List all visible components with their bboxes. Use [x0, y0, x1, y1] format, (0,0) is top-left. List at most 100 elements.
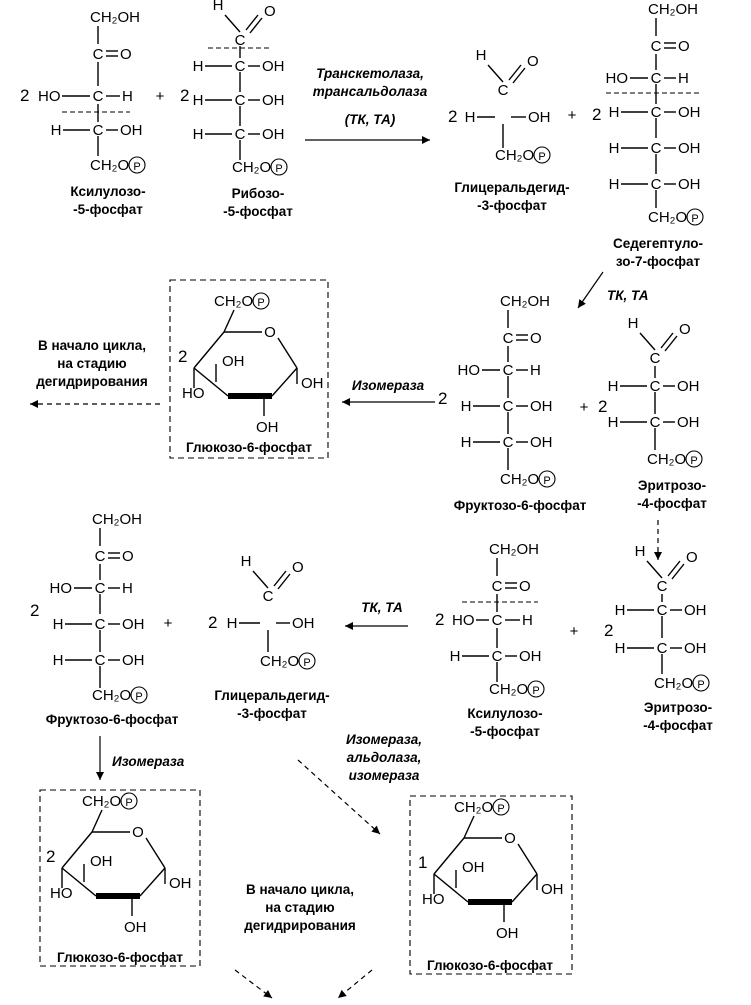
bond [91, 809, 103, 833]
to-cycle-note-line: дегидрирования [36, 374, 148, 389]
hydroxyl-label: OH [541, 881, 564, 898]
hydroxyl-label: OH [262, 126, 285, 143]
carbon-label: C [503, 362, 514, 379]
bond [660, 332, 674, 349]
bond [249, 17, 263, 34]
gap-label-line: Глицеральдегид- [214, 688, 329, 703]
hydroxyl-label: HO [452, 612, 475, 629]
bond [667, 560, 681, 577]
stoich-coefficient: 2 [448, 107, 457, 126]
hydroxyl-label: OH [90, 853, 113, 870]
hydroxyl-label: OH [169, 875, 192, 892]
carbon-label: C [503, 330, 514, 347]
oxygen-label: O [264, 3, 276, 20]
phosphate-label: P [691, 213, 698, 225]
erythrose-4-phosphate-label-line: -4-фосфат [643, 718, 713, 733]
hydroxyl-label: OH [678, 140, 701, 157]
phosphate-label: P [690, 455, 697, 467]
carbon-label: C [651, 176, 662, 193]
bond [273, 570, 287, 587]
ch2o-label: CH₂O [260, 653, 299, 670]
phosphate-circle-icon [685, 450, 703, 468]
hydroxyl-label: OH [256, 419, 279, 436]
ch2o-label: CH₂O [90, 157, 129, 174]
hydroxyl-label: OH [262, 58, 285, 75]
plus-sign: + [156, 88, 165, 105]
carbon-label: C [651, 38, 662, 55]
enzyme-transketolase-label-line: трансальдолаза [313, 84, 428, 99]
enzyme-iso-ald-iso-label-line: Изомераза, [346, 732, 422, 747]
arrow-iso-ald-iso [297, 759, 381, 835]
hydrogen-label: H [122, 88, 133, 105]
phosphate-circle-icon [298, 652, 316, 670]
phosphate-circle-icon [128, 156, 146, 174]
enzyme-tkta-label-line: (ТК, ТА) [345, 112, 396, 127]
hydroxyl-label: HO [38, 88, 61, 105]
stoich-coefficient: 2 [604, 621, 613, 640]
bond [487, 64, 504, 83]
carbon-label: C [95, 580, 106, 597]
xylulose-5-phosphate-label-line: -5-фосфат [73, 202, 143, 217]
oxygen-label: O [527, 53, 539, 70]
arrow-to-cycle-1-head [30, 400, 38, 408]
reaction-arrow-3-head [345, 622, 353, 630]
bond [671, 563, 685, 580]
plus-sign: + [570, 623, 579, 640]
enzyme-transketolase-label: Транскетолаза,трансальдолаза [313, 66, 428, 99]
enzyme-iso-ald-iso-label: Изомераза,альдолаза,изомераза [346, 732, 422, 783]
fructose-6-phosphate-label: Фруктозо-6-фосфат [454, 498, 587, 513]
carbon-label: C [492, 612, 503, 629]
carbon-label: C [235, 58, 246, 75]
bond [271, 367, 298, 397]
carbon-label: C [235, 126, 246, 143]
ch2o-label: CH₂O [648, 209, 687, 226]
bond [145, 837, 166, 869]
enzyme-iso-ald-iso-label-line: изомераза [349, 768, 420, 783]
oxygen-label: O [519, 578, 531, 595]
xylulose-5-phosphate-label-line: Ксилулозо- [70, 184, 145, 199]
ring-oxygen-label: O [504, 830, 516, 847]
glucose-box [169, 279, 329, 459]
oxygen-label: O [122, 548, 134, 565]
bond [277, 573, 291, 590]
xylulose-5-phosphate-label: Ксилулозо- -5-фосфат [70, 184, 145, 217]
carbon-label: C [651, 140, 662, 157]
carbon-label: C [657, 640, 668, 657]
to-cycle-note-line: на стадию [57, 356, 126, 371]
bond [639, 332, 656, 351]
carbon-label: C [503, 398, 514, 415]
enzyme-tkta-label: ТК, ТА [361, 600, 403, 615]
ch2o-label: CH₂O [647, 451, 686, 468]
carbon-label: C [503, 434, 514, 451]
ch2oh-label: CH₂OH [90, 9, 140, 26]
hydroxyl-label: HO [50, 885, 73, 902]
ch2o-label: CH₂O [654, 675, 693, 692]
hydrogen-label: H [193, 92, 204, 109]
hydroxyl-label: OH [684, 602, 707, 619]
bond [139, 867, 166, 897]
hydrogen-label: H [609, 176, 620, 193]
erythrose-4-phosphate-label-line: Эритрозо- [638, 478, 706, 493]
enzyme-isomerase-label: Изомераза [112, 754, 185, 769]
hydrogen-label: H [465, 109, 476, 126]
ribose-5-phosphate-label: Рибозо--5-фосфат [223, 186, 293, 219]
hydroxyl-label: HO [606, 70, 629, 87]
hydroxyl-label: HO [50, 580, 73, 597]
erythrose-4-phosphate-label-line: Эритрозо- [644, 700, 712, 715]
hydroxyl-label: OH [684, 640, 707, 657]
hydroxyl-label: OH [122, 616, 145, 633]
carbon-label: C [651, 104, 662, 121]
hydrogen-label: H [227, 615, 238, 632]
bond [664, 335, 678, 352]
phosphate-label: P [135, 691, 142, 703]
hydroxyl-label: OH [124, 919, 147, 936]
phosphate-label: P [532, 685, 539, 697]
hydroxyl-label: OH [528, 109, 551, 126]
carbon-label: C [657, 578, 668, 595]
sedoheptulose-7-phosphate-label-line: Седегептуло- [613, 236, 703, 251]
hydrogen-label: H [122, 580, 133, 597]
arrow-to-cycle-3-head [338, 989, 347, 998]
bond [646, 560, 663, 579]
